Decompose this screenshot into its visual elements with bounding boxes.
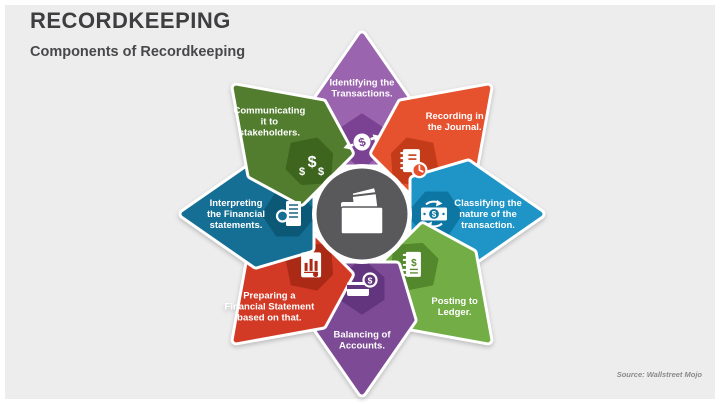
svg-text:$: $	[368, 275, 373, 285]
ledger-icon: $	[402, 251, 421, 277]
svg-text:$: $	[411, 258, 417, 269]
folder-icon	[340, 186, 384, 235]
svg-text:$: $	[357, 134, 368, 149]
diagram-center	[312, 164, 412, 264]
svg-text:$: $	[299, 166, 305, 178]
journal-clock-icon	[400, 149, 428, 179]
stakeholders-icon: $ $ $	[299, 154, 324, 178]
slide-title: RECORDKEEPING	[30, 8, 231, 33]
svg-text:$: $	[308, 154, 317, 171]
slide-subtitle: Components of Recordkeeping	[30, 44, 246, 60]
svg-text:$: $	[432, 210, 437, 219]
petal-communicating	[230, 82, 355, 207]
doc-magnifier-icon	[275, 201, 301, 226]
svg-text:$: $	[318, 166, 324, 178]
money-exchange-icon: $	[421, 200, 447, 228]
source-credit: Source: Wallstreet Mojo	[616, 370, 702, 379]
card-payment-icon: $	[347, 272, 378, 296]
bar-chart-doc-icon	[301, 252, 322, 278]
money-transfer-icon: $	[343, 133, 381, 151]
